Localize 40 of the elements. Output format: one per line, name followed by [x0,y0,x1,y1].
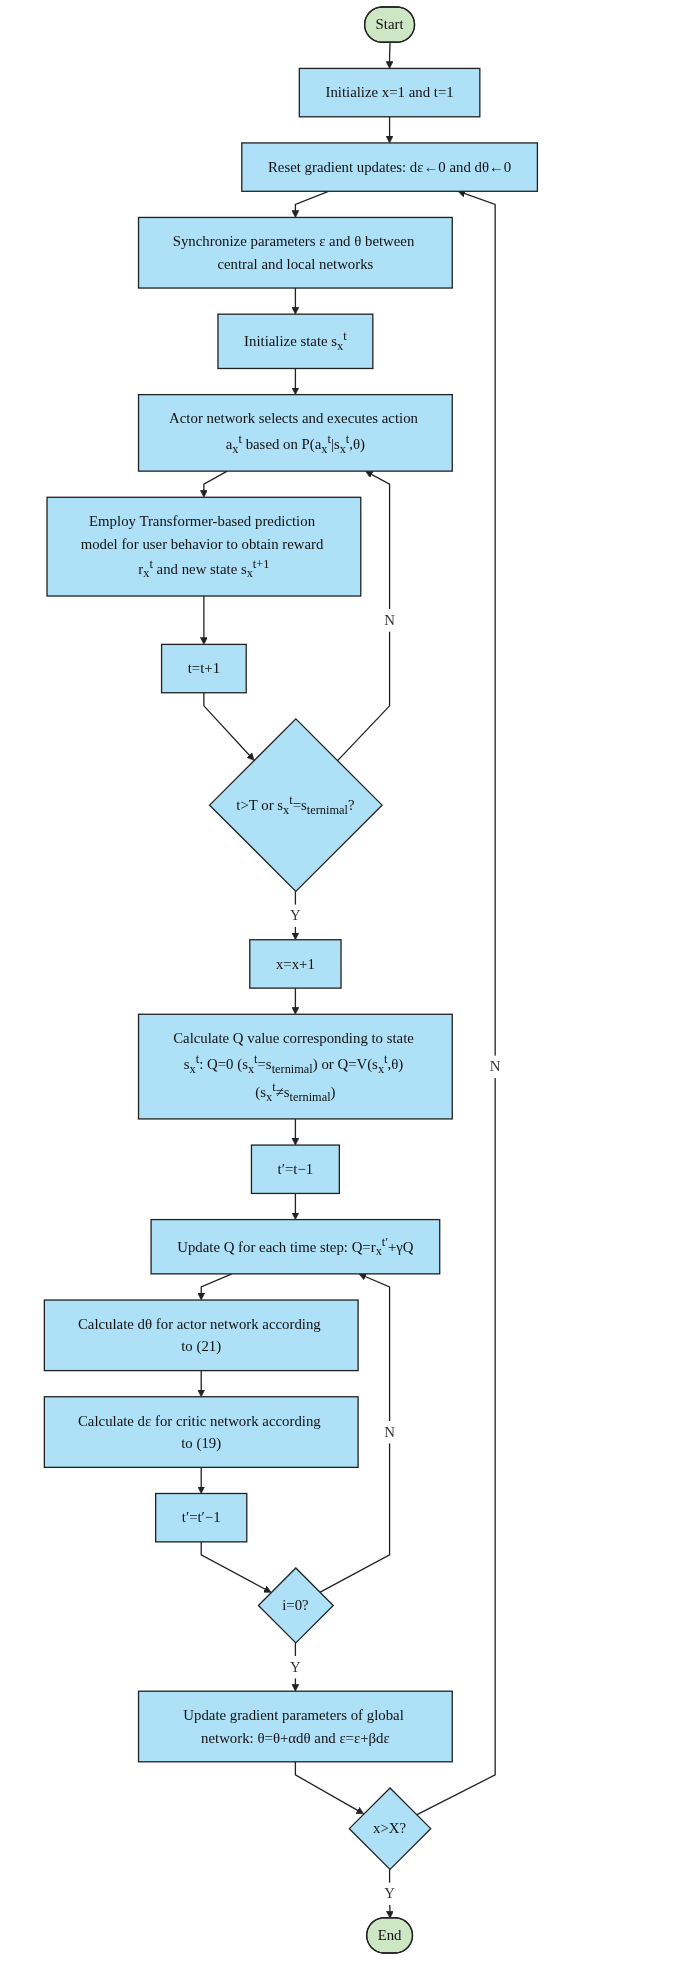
arrow [294,1761,364,1815]
node-box: Calculate dε for critic network according to (19) [43,1396,359,1468]
arrow [385,116,394,144]
arrow [197,1369,206,1398]
arrow [291,1192,300,1220]
node-box: t′=t−1 [250,1144,340,1195]
node-box: Reset gradient updates: dε←0 and dθ←0 [241,142,539,192]
node-box: x=x+1 [249,939,342,989]
edge-label: Y [384,1885,395,1902]
edge-label: N [489,1058,501,1075]
edge-label: Y [290,907,301,924]
node-box: Calculate dθ for actor network according to (21) [43,1299,359,1372]
arrow [336,470,391,762]
arrow [200,470,228,498]
node-box: t=t+1 [160,643,247,694]
node-box: Actor network selects and executes action a$_{x}$$^{t}$ based on P(a$_{x}$$^{t}$|s$_{x}$$^{t}$,θ) [137,393,453,472]
arrow [415,190,496,1816]
node-box: Update Q for each time step: Q=r$_{x}$$^{t′}$+γQ [150,1218,441,1275]
arrow [385,42,394,69]
edge-label: N [384,611,395,629]
arrow [291,287,300,315]
arrow [291,367,300,395]
node-box: Update gradient parameters of global network: θ=θ+αdθ and ε=ε+βdε [137,1690,453,1763]
node-box: Initialize x=1 and t=1 [298,67,481,118]
arrow [291,1118,300,1146]
node-diamond: i=0? [257,1567,335,1644]
arrow [200,595,208,645]
arrow [291,987,300,1015]
arrow [319,1273,391,1594]
arrow [203,692,255,761]
arrow [200,1541,272,1593]
edge-label: N [384,1423,395,1441]
edge-label: Y [290,1658,301,1676]
node-box: t′=t′−1 [155,1492,248,1543]
arrow [197,1273,233,1301]
node-diamond: t>T or s$_{x}$$^{t}$=s$_{ternimal}$? [208,717,383,893]
arrow [197,1466,206,1494]
node-box: Calculate Q value corresponding to state s$_{x}$$^{t}$: Q=0 (s$_{x}$$^{t}$=s$_{ternimal}$) or Q=V(s$_{x}$$^{t}$,θ) (s$_{x}$$^{t}$≠s$_{ternimal}$) [137,1013,453,1120]
node-diamond: x>X? [348,1787,432,1871]
node-box: Synchronize parameters ε and θ between central and local networks [137,216,453,289]
